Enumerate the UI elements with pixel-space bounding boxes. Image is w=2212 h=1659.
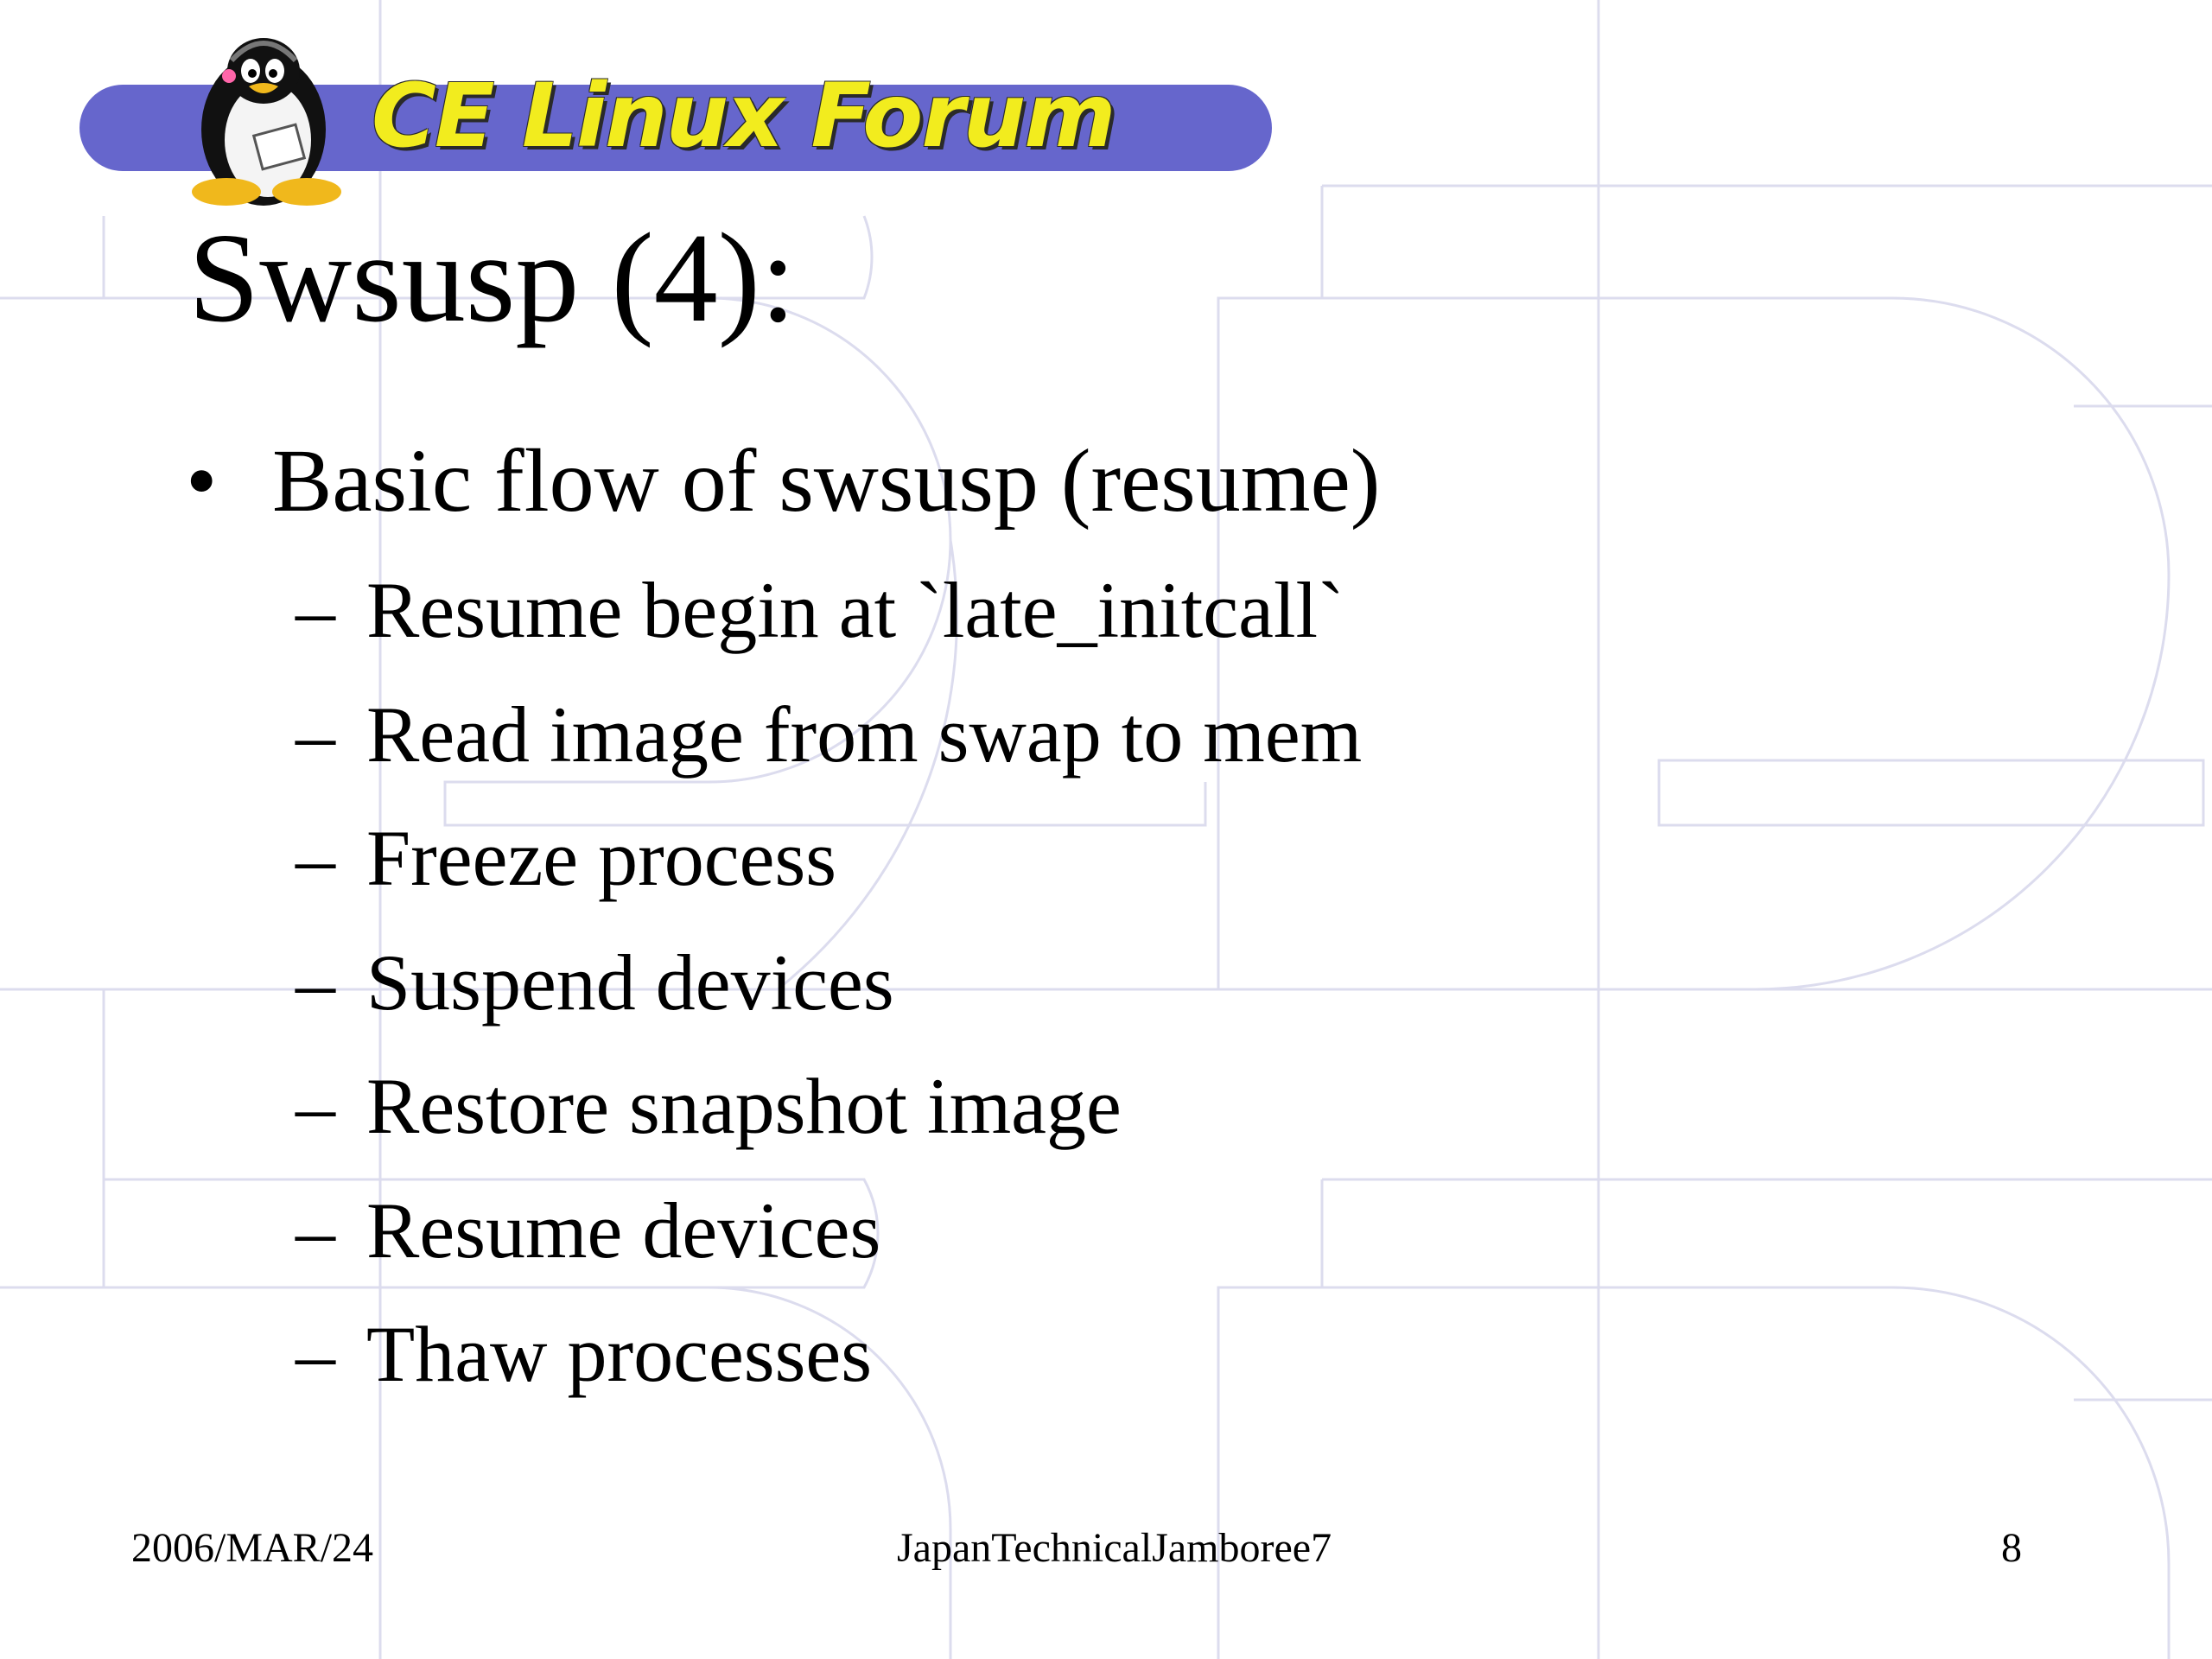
footer-date: 2006/MAR/24 bbox=[131, 1525, 374, 1571]
dash-marker: – bbox=[296, 690, 335, 779]
sub-bullet-text: Resume begin at `late_initcall` bbox=[366, 566, 1344, 654]
banner-bar bbox=[79, 38, 1272, 206]
dash-marker: – bbox=[296, 938, 335, 1027]
sub-bullet-text: Read image from swap to mem bbox=[366, 690, 1363, 779]
sub-bullet-item: –Thaw processes bbox=[296, 1314, 1362, 1439]
sub-bullet-text: Freeze process bbox=[366, 814, 837, 902]
footer-page-number: 8 bbox=[2001, 1525, 2022, 1571]
sub-bullet-text: Restore snapshot image bbox=[366, 1062, 1122, 1150]
sub-bullet-item: –Restore snapshot image bbox=[296, 1066, 1362, 1191]
sub-bullet-item: –Resume devices bbox=[296, 1191, 1362, 1315]
dash-marker: – bbox=[296, 1062, 335, 1150]
bullet-text: Basic flow of swsusp (resume) bbox=[272, 431, 1381, 531]
dash-marker: – bbox=[296, 566, 335, 654]
sub-bullet-text: Resume devices bbox=[366, 1185, 881, 1274]
dash-marker: – bbox=[296, 814, 335, 902]
sub-bullet-item: –Resume begin at `late_initcall` bbox=[296, 570, 1362, 695]
sub-bullet-item: –Read image from swap to mem bbox=[296, 695, 1362, 819]
bullet-item: •Basic flow of swsusp (resume) bbox=[186, 436, 1380, 526]
bullet-dot: • bbox=[186, 431, 218, 531]
slide-title: Swsusp (4): bbox=[188, 207, 797, 349]
sub-bullet-item: –Freeze process bbox=[296, 818, 1362, 943]
tux-penguin-icon bbox=[192, 38, 341, 206]
banner-title: CE Linux Forum bbox=[372, 65, 1116, 168]
sub-bullet-list: –Resume begin at `late_initcall` –Read i… bbox=[296, 570, 1362, 1439]
sub-bullet-item: –Suspend devices bbox=[296, 943, 1362, 1067]
footer-event: JapanTechnicalJamboree7 bbox=[897, 1525, 1332, 1571]
sub-bullet-text: Thaw processes bbox=[366, 1310, 873, 1398]
dash-marker: – bbox=[296, 1310, 335, 1398]
sub-bullet-text: Suspend devices bbox=[366, 938, 894, 1027]
dash-marker: – bbox=[296, 1185, 335, 1274]
